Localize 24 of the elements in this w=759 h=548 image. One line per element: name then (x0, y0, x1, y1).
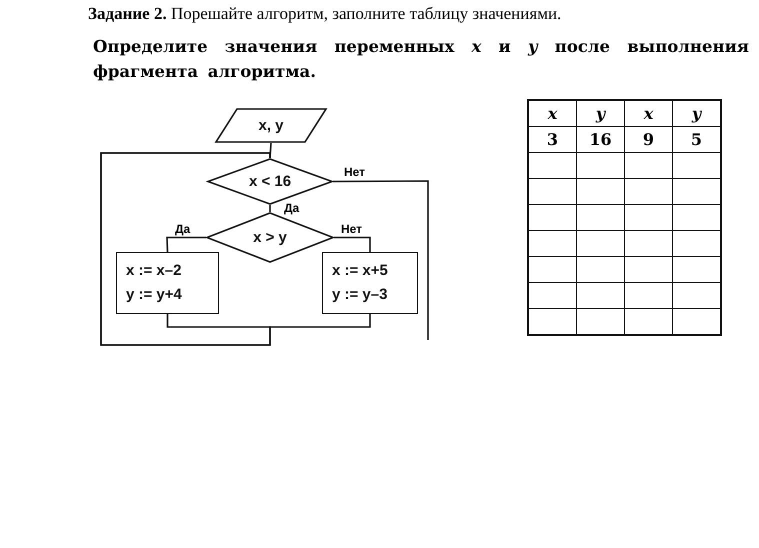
input-parallelogram: x, y (215, 108, 327, 143)
column-header: x (624, 100, 672, 126)
decision-diamond: x < 16 (207, 158, 333, 205)
assignment-text: x := x–2 (126, 261, 182, 281)
table-value: 16 (576, 126, 624, 152)
column-header: x (528, 100, 576, 126)
table-value: 3 (528, 126, 576, 152)
process-box (116, 252, 219, 314)
connector-line (269, 205, 271, 212)
connector-line (100, 152, 371, 346)
task-instruction: Определите значения переменных x и y после выполнения фрагмента алгоритма. (93, 36, 749, 83)
assignment-text: y := y+4 (126, 285, 182, 305)
connector-line (333, 180, 429, 340)
process-box (322, 252, 418, 314)
edge-label: Нет (340, 223, 364, 236)
assignment-text: x := x+5 (332, 261, 388, 281)
connector-line (166, 236, 206, 252)
column-header: y (576, 100, 624, 126)
table-value: 9 (624, 126, 672, 152)
edge-label: Нет (343, 166, 366, 179)
task-title: Задание 2. Порешайте алгоритм, заполните таблицу значениями. (88, 4, 562, 24)
assignment-text: y := y–3 (332, 285, 388, 305)
connector-line (334, 236, 371, 252)
edge-label: Да (174, 223, 192, 236)
